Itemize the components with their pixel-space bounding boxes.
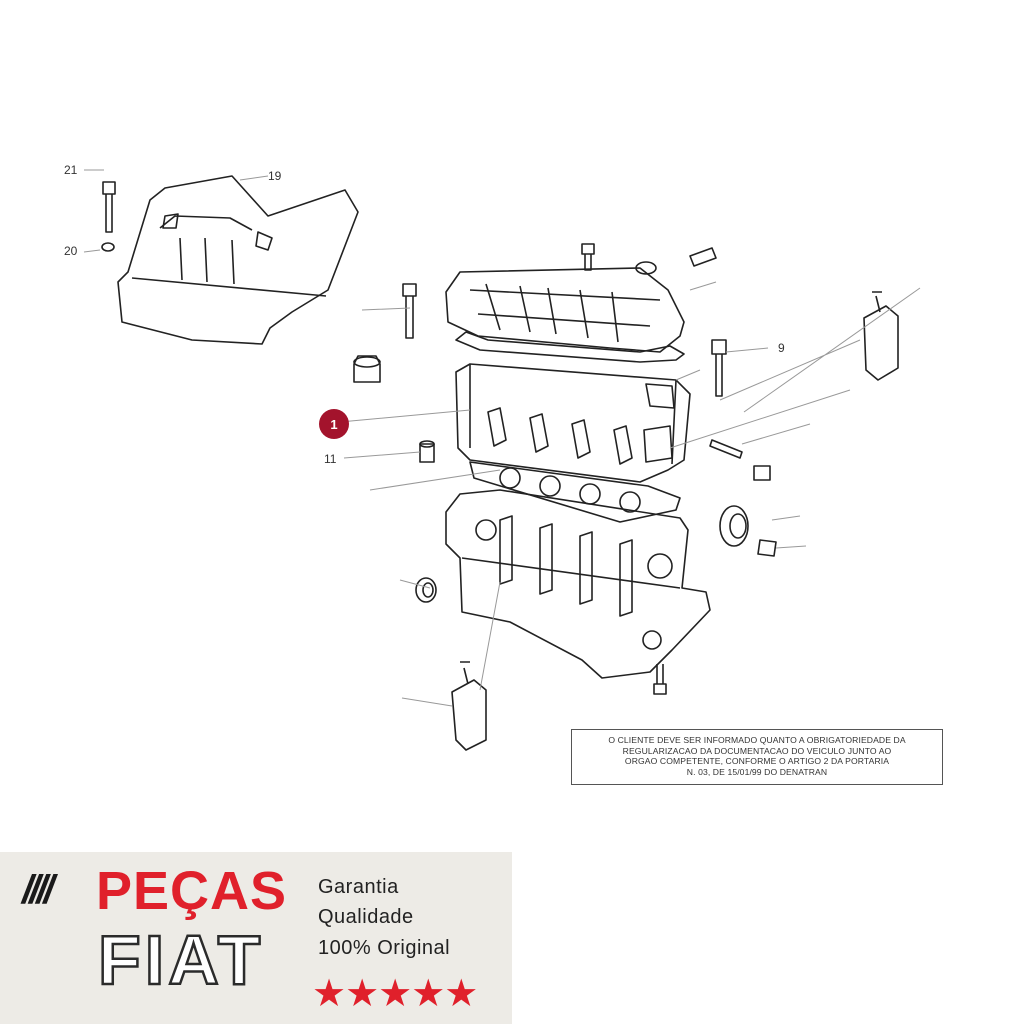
valve-cover xyxy=(445,267,685,353)
plug-cap xyxy=(353,355,381,383)
notice-line: ORGAO COMPETENTE, CONFORME O ARTIGO 2 DA… xyxy=(624,756,890,766)
bushing-right-2 xyxy=(757,539,777,557)
tagline-original: 100% Original xyxy=(318,937,451,959)
callout-21: 21 xyxy=(64,163,78,177)
tagline-garantia: Garantia xyxy=(318,876,399,898)
brand-fiat-text: FIAT xyxy=(97,921,265,1000)
engine-block xyxy=(445,489,711,679)
cylinder-head xyxy=(455,363,691,483)
notice-line: N. 03, DE 15/01/99 DO DENATRAN xyxy=(686,766,828,777)
tagline-qualidade: Qualidade xyxy=(318,906,414,928)
callout-1: 1 xyxy=(330,417,337,432)
head-bolt xyxy=(402,283,417,339)
sealant-tube-right xyxy=(863,291,899,381)
callout-19: 19 xyxy=(268,169,282,183)
bushing-right xyxy=(753,465,771,481)
notice-line: O CLIENTE DEVE SER INFORMADO QUANTO A OB… xyxy=(608,735,906,745)
sensor-top xyxy=(689,247,717,267)
engine-parts-diagram: 1 21 19 20 9 11 xyxy=(64,163,921,751)
valve-cover-gasket xyxy=(455,331,685,363)
brand-pecas-text: PEÇAS xyxy=(96,861,288,921)
seal-right xyxy=(719,505,749,547)
stud xyxy=(709,439,743,459)
sealant-tube-bottom xyxy=(451,661,487,751)
head-gasket xyxy=(469,461,681,523)
bolt-9 xyxy=(711,339,727,397)
notice-line: REGULARIZACAO DA DOCUMENTACAO DO VEICULO… xyxy=(622,745,892,756)
legal-notice-box: O CLIENTE DEVE SER INFORMADO QUANTO A OB… xyxy=(571,729,943,785)
oring-top xyxy=(635,261,657,275)
washer-20 xyxy=(101,242,115,252)
slashes-logo-mark: //// xyxy=(22,868,55,912)
callout-9: 9 xyxy=(778,341,785,355)
highlight-marker xyxy=(319,409,349,439)
bolt-21 xyxy=(102,181,116,233)
bolt-bottom xyxy=(653,664,667,695)
leader-lines xyxy=(83,169,921,707)
brand-banner xyxy=(0,852,512,1024)
seal-left xyxy=(415,577,437,603)
star-rating-icon: ★★★★★ xyxy=(312,971,478,1015)
callout-20: 20 xyxy=(64,244,78,258)
bolt-top xyxy=(581,243,595,271)
callout-11: 11 xyxy=(324,452,337,466)
dowel-11 xyxy=(419,440,435,463)
engine-cover-shield xyxy=(117,175,359,345)
